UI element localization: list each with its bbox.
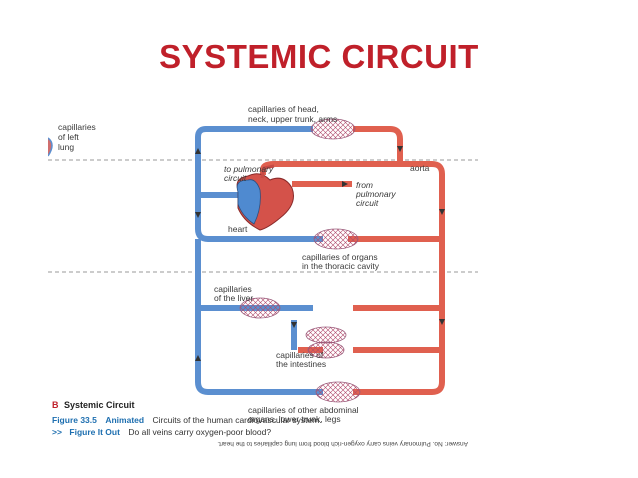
label-aorta: aorta [410, 163, 430, 173]
panel-letter: B [52, 400, 59, 410]
slide-title: SYSTEMIC CIRCUIT [159, 38, 479, 75]
label-to-pulmonary: to pulmonary [224, 164, 274, 174]
panel-title: Systemic Circuit [64, 400, 135, 410]
label-cap-thoracic-2: in the thoracic cavity [302, 261, 380, 271]
label-cap-lung: capillaries [58, 122, 96, 132]
label-from-pulmonary-2: pulmonary [355, 189, 396, 199]
heart-icon [236, 164, 294, 231]
flow-arrows [195, 146, 445, 361]
left-lung-fragment [48, 137, 53, 157]
label-cap-abdominal-2: organs, lower trunk, legs [248, 414, 341, 424]
label-cap-thoracic: capillaries of organs [302, 252, 378, 262]
label-cap-intestines-2: the intestines [276, 359, 326, 369]
label-cap-intestines: capillaries of [276, 350, 324, 360]
systemic-circuit-diagram: capillaries of head, neck, upper trunk, … [48, 104, 478, 447]
upside-down-answer: Answer: No. Pulmonary veins carry oxygen… [217, 440, 468, 447]
label-from-pulmonary: from [356, 180, 373, 190]
capillary-bed-head [310, 118, 356, 140]
capillary-bed-abdominal [315, 381, 361, 403]
label-to-pulmonary-2: circuit [224, 173, 247, 183]
label-cap-liver: capillaries [214, 284, 252, 294]
figure-caption: Figure 33.5 Animated Circuits of the hum… [52, 410, 322, 427]
label-cap-head: capillaries of head, [248, 104, 319, 114]
capillary-bed-thoracic [313, 228, 359, 250]
label-cap-abdominal: capillaries of other abdominal [248, 405, 359, 415]
label-cap-head-2: neck, upper trunk, arms [248, 114, 337, 124]
label-cap-lung-2: of left [58, 132, 79, 142]
capillary-bed-intestines [305, 326, 347, 359]
figure-it-out: >> Figure It Out Do all veins carry oxyg… [52, 422, 271, 439]
label-cap-liver-2: of the liver [214, 293, 253, 303]
label-cap-lung-3: lung [58, 142, 74, 152]
label-heart: heart [228, 224, 248, 234]
label-from-pulmonary-3: circuit [356, 198, 379, 208]
veins [195, 126, 323, 395]
capillary-bed-liver [239, 297, 281, 319]
